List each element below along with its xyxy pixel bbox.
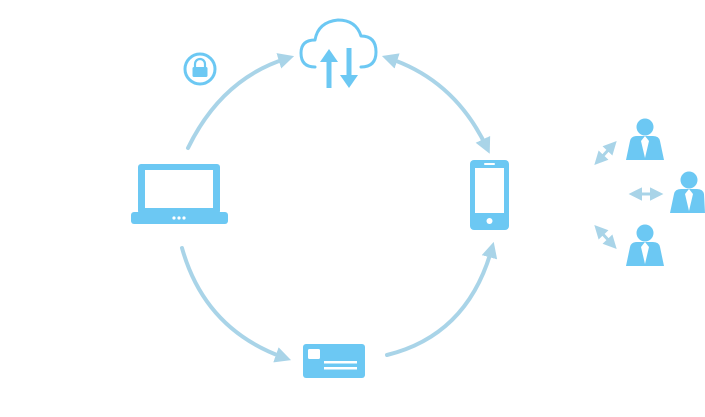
arrow-phone-user-1 <box>594 141 617 165</box>
arrow-cloud-phone <box>381 53 491 154</box>
person-icon <box>670 171 705 213</box>
laptop-icon <box>131 164 228 224</box>
smartphone-icon <box>470 160 509 230</box>
cloud-sync-icon <box>299 18 378 88</box>
payment-card-icon <box>303 344 365 378</box>
person-icon <box>626 224 664 266</box>
download-arrow-icon <box>340 48 358 88</box>
upload-arrow-icon <box>320 49 338 88</box>
arrow-laptop-to-card <box>180 246 292 363</box>
arrow-card-to-phone <box>385 241 498 357</box>
lock-icon <box>183 52 217 86</box>
person-icon <box>626 118 664 160</box>
arrow-laptop-to-cloud <box>186 53 295 150</box>
arrow-phone-user-3 <box>594 225 617 249</box>
